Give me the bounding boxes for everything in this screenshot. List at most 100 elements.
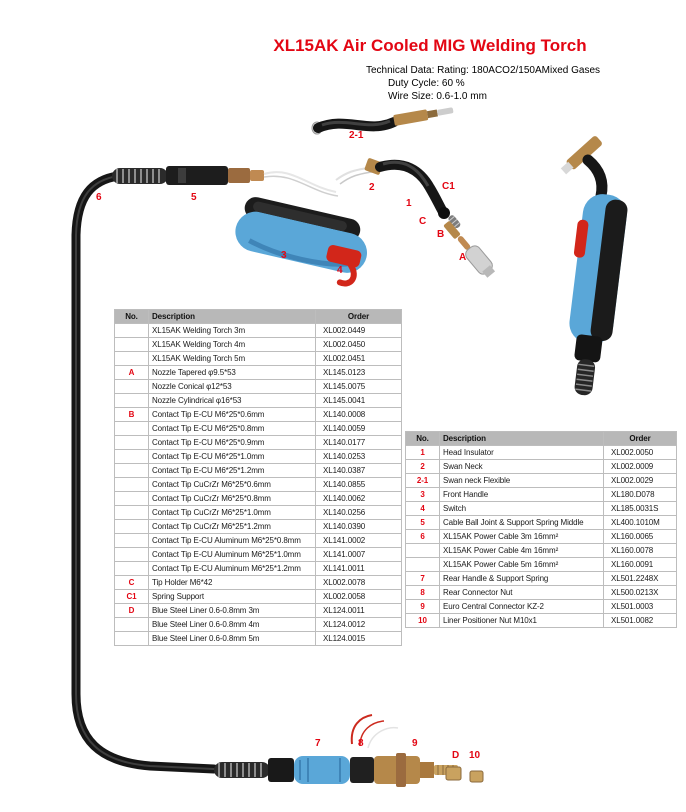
callout-5: 5	[191, 192, 197, 203]
cell-order: XL002.0449	[315, 323, 402, 338]
cell-description: Contact Tip CuCrZr M6*25*0.8mm	[148, 491, 316, 506]
cell-description: Front Handle	[439, 487, 604, 502]
spring-support-illustration	[448, 215, 461, 229]
cell-order: XL501.2248X	[603, 571, 677, 586]
cell-description: Contact Tip CuCrZr M6*25*0.6mm	[148, 477, 316, 492]
cell-no: 10	[405, 613, 440, 628]
cell-description: Rear Handle & Support Spring	[439, 571, 604, 586]
cell-description: XL15AK Power Cable 3m 16mm²	[439, 529, 604, 544]
callout-4: 4	[337, 265, 343, 276]
consumables-table: No. Description Order XL15AK Welding Tor…	[114, 309, 402, 646]
cell-order: XL160.0078	[603, 543, 677, 558]
cell-no: 5	[405, 515, 440, 530]
cell-description: Cable Ball Joint & Support Spring Middle	[439, 515, 604, 530]
cell-description: Swan neck Flexible	[439, 473, 604, 488]
power-cable-illustration	[71, 171, 219, 774]
rear-connector-nut-illustration	[350, 757, 374, 783]
cell-no	[114, 435, 149, 450]
cell-no	[114, 449, 149, 464]
cell-order: XL002.0078	[315, 575, 402, 590]
callout-7: 7	[315, 738, 321, 749]
callout-1: 1	[406, 198, 412, 209]
callout-3: 3	[281, 250, 287, 261]
cell-order: XL002.0029	[603, 473, 677, 488]
cell-description: XL15AK Welding Torch 4m	[148, 337, 316, 352]
cell-order: XL140.0855	[315, 477, 402, 492]
cell-description: Rear Connector Nut	[439, 585, 604, 600]
liner-positioner-nut-illustration	[469, 770, 484, 783]
cell-order: XL141.0011	[315, 561, 402, 576]
cell-order: XL160.0091	[603, 557, 677, 572]
cell-description: XL15AK Welding Torch 3m	[148, 323, 316, 338]
cell-no: D	[114, 603, 149, 618]
cell-description: XL15AK Power Cable 4m 16mm²	[439, 543, 604, 558]
cell-no: C	[114, 575, 149, 590]
col-header-order: Order	[315, 309, 402, 324]
table-header-row: No. Description Order	[405, 431, 677, 446]
cell-no: B	[114, 407, 149, 422]
cell-description: Blue Steel Liner 0.6-0.8mm 4m	[148, 617, 316, 632]
cell-order: XL140.0253	[315, 449, 402, 464]
cell-order: XL002.0050	[603, 445, 677, 460]
col-header-no: No.	[114, 309, 149, 324]
callout-10: 10	[469, 750, 481, 761]
page-title: XL15AK Air Cooled MIG Welding Torch	[273, 36, 587, 55]
tech-line-duty-cycle: Duty Cycle: 60 %	[388, 78, 465, 89]
cell-no: 7	[405, 571, 440, 586]
cell-description: Contact Tip CuCrZr M6*25*1.0mm	[148, 505, 316, 520]
cell-no	[114, 561, 149, 576]
cell-order: XL140.0059	[315, 421, 402, 436]
cell-no	[114, 519, 149, 534]
cell-order: XL140.0177	[315, 435, 402, 450]
cell-no: A	[114, 365, 149, 380]
cell-description: Swan Neck	[439, 459, 604, 474]
cell-order: XL124.0015	[315, 631, 402, 646]
cell-description: Tip Holder M6*42	[148, 575, 316, 590]
cell-order: XL160.0065	[603, 529, 677, 544]
cell-description: Blue Steel Liner 0.6-0.8mm 5m	[148, 631, 316, 646]
contact-tip-illustration	[457, 236, 471, 250]
cell-no	[114, 421, 149, 436]
callout-D: D	[452, 750, 460, 761]
callout-2-1: 2-1	[349, 130, 364, 141]
cell-description: Blue Steel Liner 0.6-0.8mm 3m	[148, 603, 316, 618]
cell-order: XL140.0387	[315, 463, 402, 478]
cell-order: XL145.0075	[315, 379, 402, 394]
cell-description: Nozzle Cylindrical φ16*53	[148, 393, 316, 408]
swan-neck-flexible-illustration	[311, 107, 454, 135]
cell-no	[114, 393, 149, 408]
cell-no: 4	[405, 501, 440, 516]
cell-description: Spring Support	[148, 589, 316, 604]
cell-order: XL140.0256	[315, 505, 402, 520]
cell-order: XL002.0450	[315, 337, 402, 352]
cell-no	[405, 543, 440, 558]
cell-order: XL002.0009	[603, 459, 677, 474]
cell-order: XL002.0058	[315, 589, 402, 604]
cell-order: XL141.0007	[315, 547, 402, 562]
cell-order: XL145.0123	[315, 365, 402, 380]
switch-illustration	[326, 245, 362, 287]
cell-order: XL501.0003	[603, 599, 677, 614]
cell-description: Contact Tip E-CU M6*25*1.2mm	[148, 463, 316, 478]
cell-order: XL140.0062	[315, 491, 402, 506]
cell-no	[114, 463, 149, 478]
